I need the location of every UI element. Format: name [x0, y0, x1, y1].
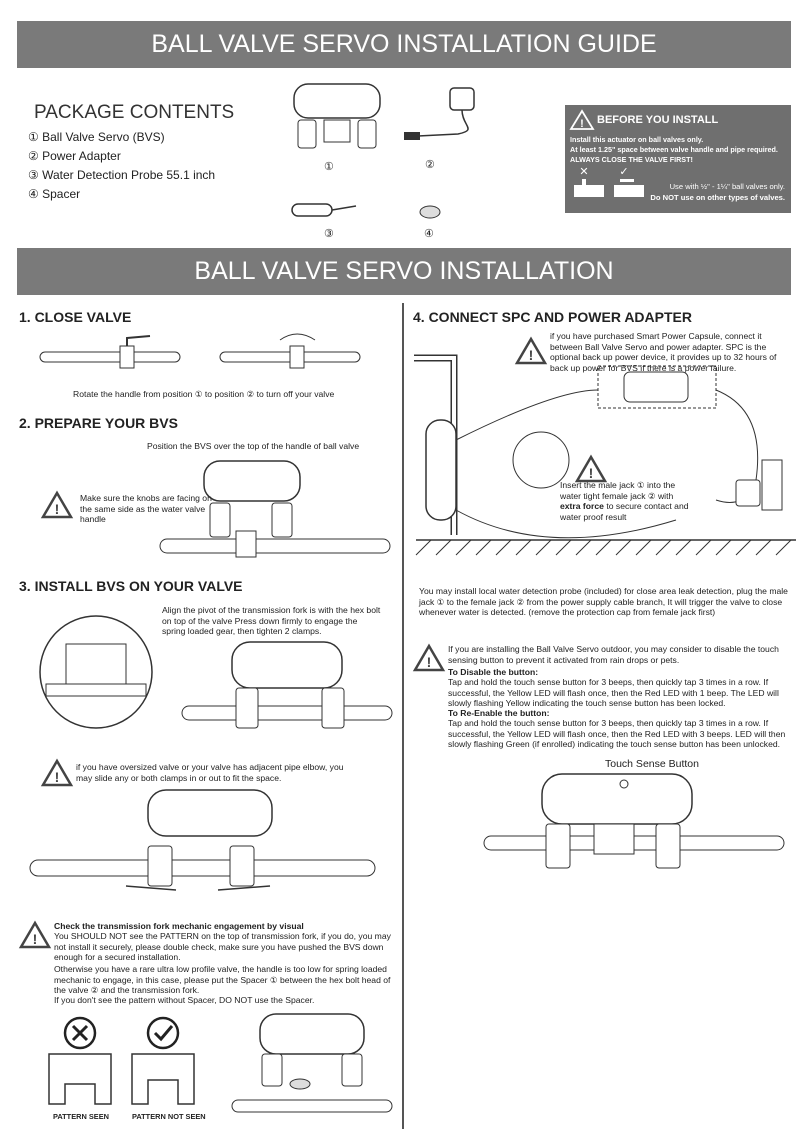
disable-text: Tap and hold the touch sense button for … [448, 677, 779, 708]
spc-wiring-illustration [414, 354, 796, 556]
close-valve-illustration [39, 333, 361, 369]
bvs-device-illustration [293, 83, 381, 149]
step3-warning: if you have oversized valve or your valv… [76, 762, 344, 783]
package-item: ① Ball Valve Servo (BVS) [28, 130, 165, 144]
svg-text:✓: ✓ [619, 166, 628, 178]
probe-illustration [291, 203, 357, 217]
not-line: Do NOT use on other types of valves. [650, 193, 785, 202]
svg-text:!: ! [33, 931, 38, 947]
pattern-not-seen-illustration [131, 1053, 195, 1105]
pattern-seen-illustration [48, 1053, 112, 1105]
before-install-heading: BEFORE YOU INSTALL [597, 114, 719, 126]
insert-bold: extra force [560, 501, 604, 511]
insert-text-1: Insert the male jack ① into the water ti… [560, 480, 676, 501]
no-pattern-text: If you don't see the pattern without Spa… [54, 995, 315, 1005]
power-adapter-illustration [404, 87, 475, 140]
touch-sense-label: Touch Sense Button [605, 758, 699, 770]
touch-sense-illustration [483, 773, 785, 869]
image-label: ③ [324, 228, 334, 240]
install-bvs-illustration [39, 615, 393, 729]
svg-text:!: ! [529, 347, 534, 363]
before-install-box: ! BEFORE YOU INSTALL Install this actuat… [565, 105, 791, 213]
step2-warning: Make sure the knobs are facing on the sa… [80, 493, 212, 524]
step3-caption: Align the pivot of the transmission fork… [162, 605, 381, 636]
before-install-line: ALWAYS CLOSE THE VALVE FIRST! [570, 155, 693, 164]
svg-text:!: ! [580, 118, 584, 130]
svg-text:✕: ✕ [579, 166, 588, 178]
check-heading: Check the transmission fork mechanic eng… [54, 921, 304, 931]
item-number: ④ [28, 187, 39, 201]
pattern-seen-label: PATTERN SEEN [53, 1112, 109, 1121]
guide-title: BALL VALVE SERVO INSTALLATION GUIDE [17, 21, 791, 68]
image-label: ④ [424, 228, 434, 240]
pattern-not-seen-label: PATTERN NOT SEEN [132, 1112, 206, 1121]
item-label: Spacer [42, 187, 81, 201]
package-item: ④ Spacer [28, 187, 80, 201]
warning-icon: ! [40, 490, 74, 519]
step1-caption: Rotate the handle from position ① to pos… [73, 389, 335, 399]
probe-text: You may install local water detection pr… [419, 586, 788, 617]
item-number: ③ [28, 168, 39, 182]
image-label: ② [425, 159, 435, 171]
before-install-line: Install this actuator on ball valves onl… [570, 135, 704, 144]
step4-heading: 4. CONNECT SPC AND POWER ADAPTER [413, 309, 692, 325]
disable-heading: To Disable the button: [448, 667, 539, 677]
warning-icon: ! [569, 109, 595, 130]
package-heading: PACKAGE CONTENTS [34, 102, 235, 123]
step2-caption: Position the BVS over the top of the han… [147, 441, 360, 451]
use-line: Use with ½" - 1¼" ball valves only. [669, 182, 785, 191]
svg-text:!: ! [589, 465, 594, 481]
item-label: Water Detection Probe 55.1 inch [42, 168, 216, 182]
warning-icon: ! [574, 454, 608, 483]
step1-heading: 1. CLOSE VALVE [19, 309, 132, 325]
image-label: ① [324, 161, 334, 173]
clamp-slide-illustration [29, 789, 376, 891]
svg-text:!: ! [55, 501, 60, 517]
x-icon [63, 1016, 97, 1050]
outdoor-text: If you are installing the Ball Valve Ser… [448, 644, 779, 665]
spacer-illustration [419, 205, 441, 219]
item-label: Power Adapter [42, 149, 121, 163]
step2-heading: 2. PREPARE YOUR BVS [19, 415, 178, 431]
enable-heading: To Re-Enable the button: [448, 708, 550, 718]
enable-text: Tap and hold the touch sense button for … [448, 718, 786, 749]
svg-text:!: ! [427, 654, 432, 670]
valve-x-check-icons: ✕ ✓ [574, 166, 644, 197]
svg-text:!: ! [55, 769, 60, 785]
item-label: Ball Valve Servo (BVS) [42, 130, 165, 144]
package-item: ② Power Adapter [28, 149, 121, 163]
otherwise-text: Otherwise you have a rare ultra low prof… [54, 964, 391, 995]
warning-icon: ! [40, 758, 74, 787]
item-number: ① [28, 130, 39, 144]
warning-icon: ! [18, 920, 52, 949]
warning-icon: ! [412, 643, 446, 672]
prepare-bvs-illustration [159, 460, 391, 558]
check-icon [146, 1016, 180, 1050]
item-number: ② [28, 149, 39, 163]
step3-heading: 3. INSTALL BVS ON YOUR VALVE [19, 578, 243, 594]
insert-text: Insert the male jack ① into the water ti… [560, 480, 690, 522]
column-divider [402, 303, 404, 1129]
warning-icon: ! [514, 336, 548, 365]
installation-title: BALL VALVE SERVO INSTALLATION [17, 248, 791, 295]
before-install-line: At least 1.25" space between valve handl… [570, 145, 778, 154]
package-item: ③ Water Detection Probe 55.1 inch [28, 168, 215, 182]
spacer-install-illustration [231, 1013, 393, 1113]
spc-text: if you have purchased Smart Power Capsul… [550, 331, 777, 373]
check-text: You SHOULD NOT see the PATTERN on the to… [54, 931, 391, 962]
insert-text-2: to secure contact and water proof result [560, 501, 689, 522]
